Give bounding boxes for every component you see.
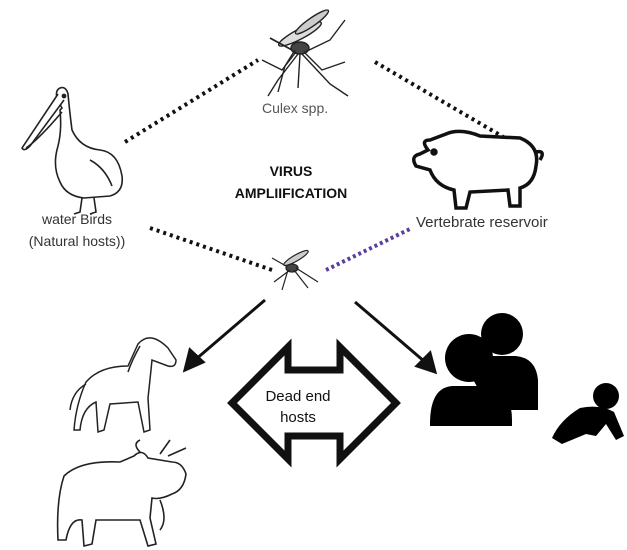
arrow-to-people bbox=[355, 302, 425, 362]
vector-label: Culex spp. bbox=[262, 100, 328, 116]
arrow-head-left bbox=[185, 350, 203, 370]
birds-line-2: (Natural hosts)) bbox=[2, 230, 152, 252]
natural-hosts-label: water Birds (Natural hosts)) bbox=[2, 208, 152, 252]
link-bird-to-mosquito bbox=[125, 60, 258, 142]
dead-end-line-2: hosts bbox=[262, 407, 334, 428]
link-bird-to-small-mosquito bbox=[150, 228, 272, 270]
amplification-line-2: AMPLIIFICATION bbox=[206, 182, 376, 204]
arrow-to-horse bbox=[195, 300, 265, 360]
horse-icon bbox=[70, 338, 176, 432]
dead-end-label: Dead end hosts bbox=[262, 386, 334, 428]
cattle-icon bbox=[58, 440, 186, 546]
pelican-icon bbox=[22, 88, 122, 214]
baby-icon bbox=[552, 383, 624, 444]
spill-arrows bbox=[185, 300, 435, 372]
link-small-mosquito-to-reservoir bbox=[326, 228, 412, 270]
small-mosquito-icon bbox=[272, 248, 318, 290]
birds-line-1: water Birds bbox=[2, 208, 152, 230]
pig-icon bbox=[414, 131, 543, 208]
reservoir-label: Vertebrate reservoir bbox=[416, 214, 548, 231]
amplification-label: VIRUS AMPLIIFICATION bbox=[206, 160, 376, 204]
amplification-line-1: VIRUS bbox=[206, 160, 376, 182]
people-icon bbox=[430, 313, 538, 426]
link-mosquito-to-pig bbox=[375, 62, 505, 138]
dead-end-line-1: Dead end bbox=[262, 386, 334, 407]
mosquito-icon bbox=[262, 7, 348, 96]
